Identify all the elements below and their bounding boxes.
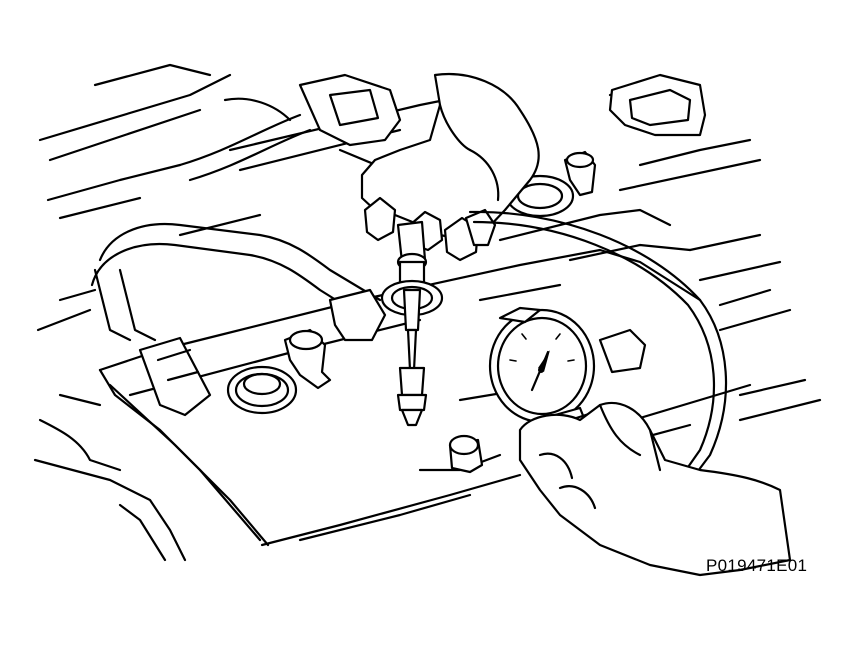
oil-filler-cap	[285, 330, 330, 388]
upper-hand	[362, 74, 539, 260]
cover-bolt-left	[450, 436, 482, 472]
spark-plug-hole-left	[228, 367, 296, 413]
figure-id-label: P019471E01	[706, 556, 808, 575]
gauge-needle	[532, 350, 550, 390]
compression-hose	[470, 212, 726, 475]
gauge-adapter	[382, 222, 442, 425]
wire-harness	[92, 75, 430, 415]
cover-bolt-right	[600, 330, 645, 372]
lower-hand	[520, 403, 790, 575]
